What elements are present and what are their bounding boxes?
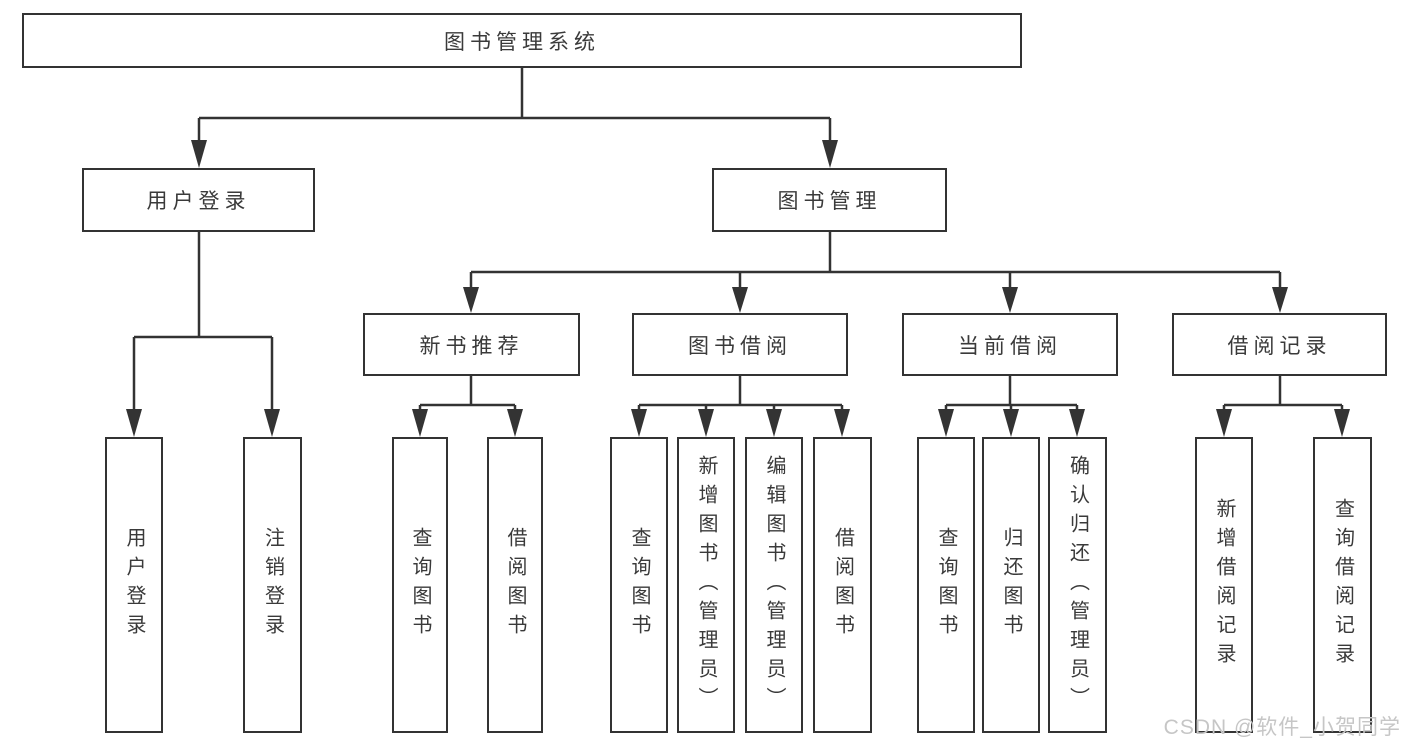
leaf-borrow-books-borrowing-label: 借阅图书: [831, 527, 854, 643]
node-borrowing-records: 借阅记录: [1172, 313, 1387, 376]
leaf-confirm-return-admin: 确认归还（管理员）: [1048, 437, 1107, 733]
node-book-management: 图书管理: [712, 168, 947, 232]
leaf-query-borrow-record-label: 查询借阅记录: [1331, 498, 1354, 672]
edge-book-borrowing-to-leaves: [637, 376, 844, 412]
leaf-borrow-books-recommend-label: 借阅图书: [504, 527, 526, 643]
node-user-login: 用户登录: [82, 168, 315, 232]
leaf-logout-label: 注销登录: [261, 527, 284, 643]
edge-user-login-to-leaves: [132, 232, 274, 412]
leaf-edit-books-admin-label: 编辑图书（管理员）: [763, 454, 785, 716]
node-root: 图书管理系统: [22, 13, 1022, 68]
node-user-login-label: 用户登录: [146, 190, 251, 213]
leaf-borrow-books-borrowing: 借阅图书: [813, 437, 872, 733]
node-current-borrowing-label: 当前借阅: [958, 334, 1062, 358]
edge-book-management-to-level3: [469, 232, 1282, 290]
leaf-add-books-admin: 新增图书（管理员）: [677, 437, 735, 733]
node-book-borrowing-label: 图书借阅: [688, 334, 792, 358]
watermark: CSDN @软件_小贺同学: [1163, 716, 1401, 739]
leaf-add-borrow-record: 新增借阅记录: [1195, 437, 1253, 733]
leaf-query-books-current: 查询图书: [917, 437, 975, 733]
leaf-user-login-label: 用户登录: [123, 527, 145, 643]
leaf-edit-books-admin: 编辑图书（管理员）: [745, 437, 803, 733]
leaf-user-login: 用户登录: [105, 437, 163, 733]
leaf-logout: 注销登录: [243, 437, 302, 733]
leaf-confirm-return-admin-label: 确认归还（管理员）: [1066, 454, 1089, 716]
edge-new-book-recommendation-to-leaves: [418, 376, 517, 412]
node-root-label: 图书管理系统: [444, 30, 600, 54]
node-new-book-recommendation-label: 新书推荐: [419, 334, 524, 358]
node-book-management-label: 图书管理: [777, 190, 882, 213]
leaf-borrow-books-recommend: 借阅图书: [487, 437, 543, 733]
edge-root-to-level2: [197, 68, 832, 144]
leaf-query-borrow-record: 查询借阅记录: [1313, 437, 1372, 733]
node-book-borrowing: 图书借阅: [632, 313, 848, 376]
leaf-add-books-admin-label: 新增图书（管理员）: [695, 454, 717, 716]
leaf-query-books-borrowing-label: 查询图书: [628, 527, 650, 643]
leaf-add-borrow-record-label: 新增借阅记录: [1213, 498, 1235, 672]
leaf-return-books: 归还图书: [982, 437, 1040, 733]
leaf-query-books-current-label: 查询图书: [935, 527, 957, 643]
leaf-query-books-borrowing: 查询图书: [610, 437, 668, 733]
leaf-query-books-recommend: 查询图书: [392, 437, 448, 733]
leaf-query-books-recommend-label: 查询图书: [409, 527, 431, 643]
edge-borrowing-records-to-leaves: [1222, 376, 1344, 412]
arrowheads: [126, 140, 1350, 437]
node-current-borrowing: 当前借阅: [902, 313, 1118, 376]
leaf-return-books-label: 归还图书: [1000, 527, 1022, 643]
edge-current-borrowing-to-leaves: [944, 376, 1079, 412]
node-borrowing-records-label: 借阅记录: [1227, 334, 1332, 358]
node-new-book-recommendation: 新书推荐: [363, 313, 580, 376]
